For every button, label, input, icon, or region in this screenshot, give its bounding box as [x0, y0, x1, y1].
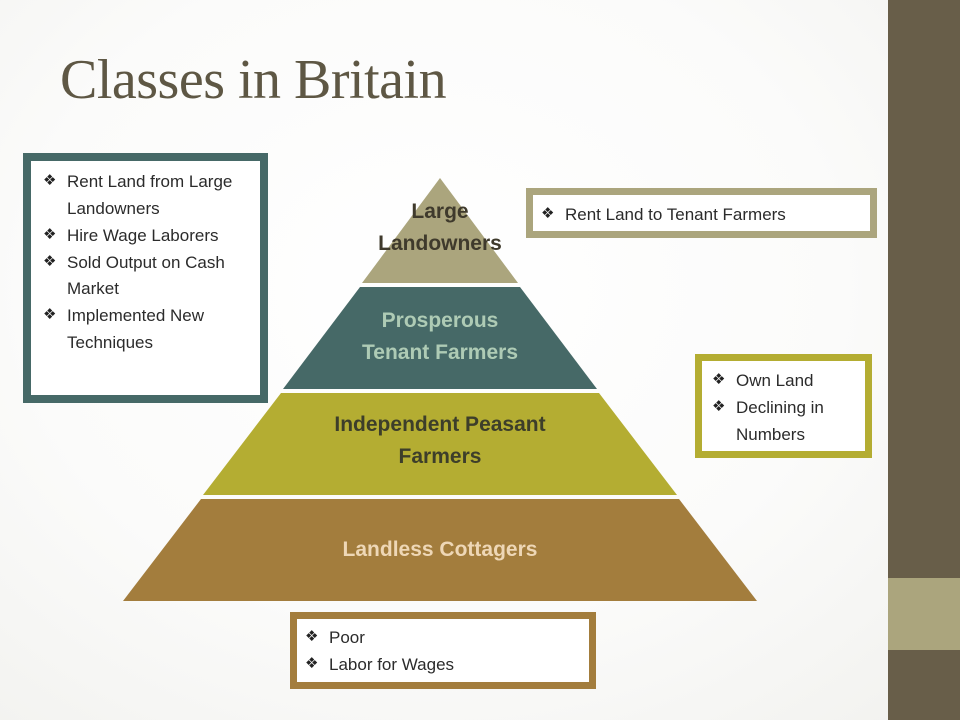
diamond-bullet-icon: ❖ [541, 205, 555, 222]
list-item: ❖ Rent Land to Tenant Farmers [535, 202, 864, 229]
list-item: ❖ Labor for Wages [299, 652, 583, 679]
diamond-bullet-icon: ❖ [43, 225, 57, 243]
diamond-bullet-icon: ❖ [305, 654, 319, 672]
tier-landless-line1: Landless Cottagers [342, 538, 538, 561]
list-item: ❖ Hire Wage Laborers [37, 223, 252, 250]
diamond-bullet-icon: ❖ [43, 252, 57, 270]
diamond-bullet-icon: ❖ [712, 397, 726, 415]
tier-large-landowners-shape [362, 178, 518, 283]
tier-prosperous-tenant-farmers-shape [283, 287, 597, 389]
list-item-text: Rent Land from Large Landowners [67, 172, 233, 218]
list-item-text: Own Land [736, 371, 814, 390]
tier-large-landowners-line2: Landowners [378, 231, 502, 255]
tier-landless-cottagers-label: Landless Cottagers [240, 534, 640, 566]
diamond-bullet-icon: ❖ [43, 172, 57, 189]
tenant-farmers-info-box: ❖ Rent Land from Large Landowners ❖ Hire… [23, 153, 268, 403]
tier-prosperous-line1: Prosperous [381, 309, 499, 332]
tier-independent-peasant-farmers-shape [203, 393, 677, 495]
list-item: ❖ Sold Output on Cash Market [37, 250, 252, 304]
tier-independent-peasant-farmers-label: Independent Peasant Farmers [280, 409, 600, 472]
cottagers-info-box: ❖ Poor ❖ Labor for Wages [290, 612, 596, 689]
list-item-text: Hire Wage Laborers [67, 225, 219, 245]
tier-large-landowners-line1: Large [411, 200, 469, 223]
list-item: ❖ Own Land [706, 368, 861, 395]
tier-prosperous-tenant-farmers-label: Prosperous Tenant Farmers [320, 305, 560, 368]
landowners-info-box: ❖ Rent Land to Tenant Farmers [526, 188, 877, 238]
diamond-bullet-icon: ❖ [43, 306, 57, 324]
diamond-bullet-icon: ❖ [305, 628, 319, 645]
list-item-text: Labor for Wages [329, 654, 455, 674]
list-item: ❖ Poor [299, 625, 583, 652]
list-item-text: Poor [329, 628, 365, 647]
sidebar-accent-block [888, 578, 960, 650]
peasant-farmers-info-box: ❖ Own Land ❖ Declining in Numbers [695, 354, 872, 458]
list-item-text: Declining in Numbers [736, 397, 824, 444]
tier-independent-line1: Independent Peasant [334, 413, 546, 436]
list-item-text: Sold Output on Cash Market [67, 252, 225, 299]
list-item: ❖ Declining in Numbers [706, 395, 861, 449]
list-item-text: Implemented New Techniques [67, 306, 205, 353]
tier-large-landowners-label: Large Landowners [340, 196, 540, 259]
tier-prosperous-line2: Tenant Farmers [362, 340, 518, 364]
tier-independent-line2: Farmers [398, 444, 482, 468]
list-item: ❖ Implemented New Techniques [37, 303, 252, 357]
list-item: ❖ Rent Land from Large Landowners [37, 169, 252, 223]
tier-landless-cottagers-shape [123, 499, 757, 601]
slide-title: Classes in Britain [60, 49, 447, 111]
diamond-bullet-icon: ❖ [712, 371, 726, 388]
list-item-text: Rent Land to Tenant Farmers [565, 205, 786, 224]
